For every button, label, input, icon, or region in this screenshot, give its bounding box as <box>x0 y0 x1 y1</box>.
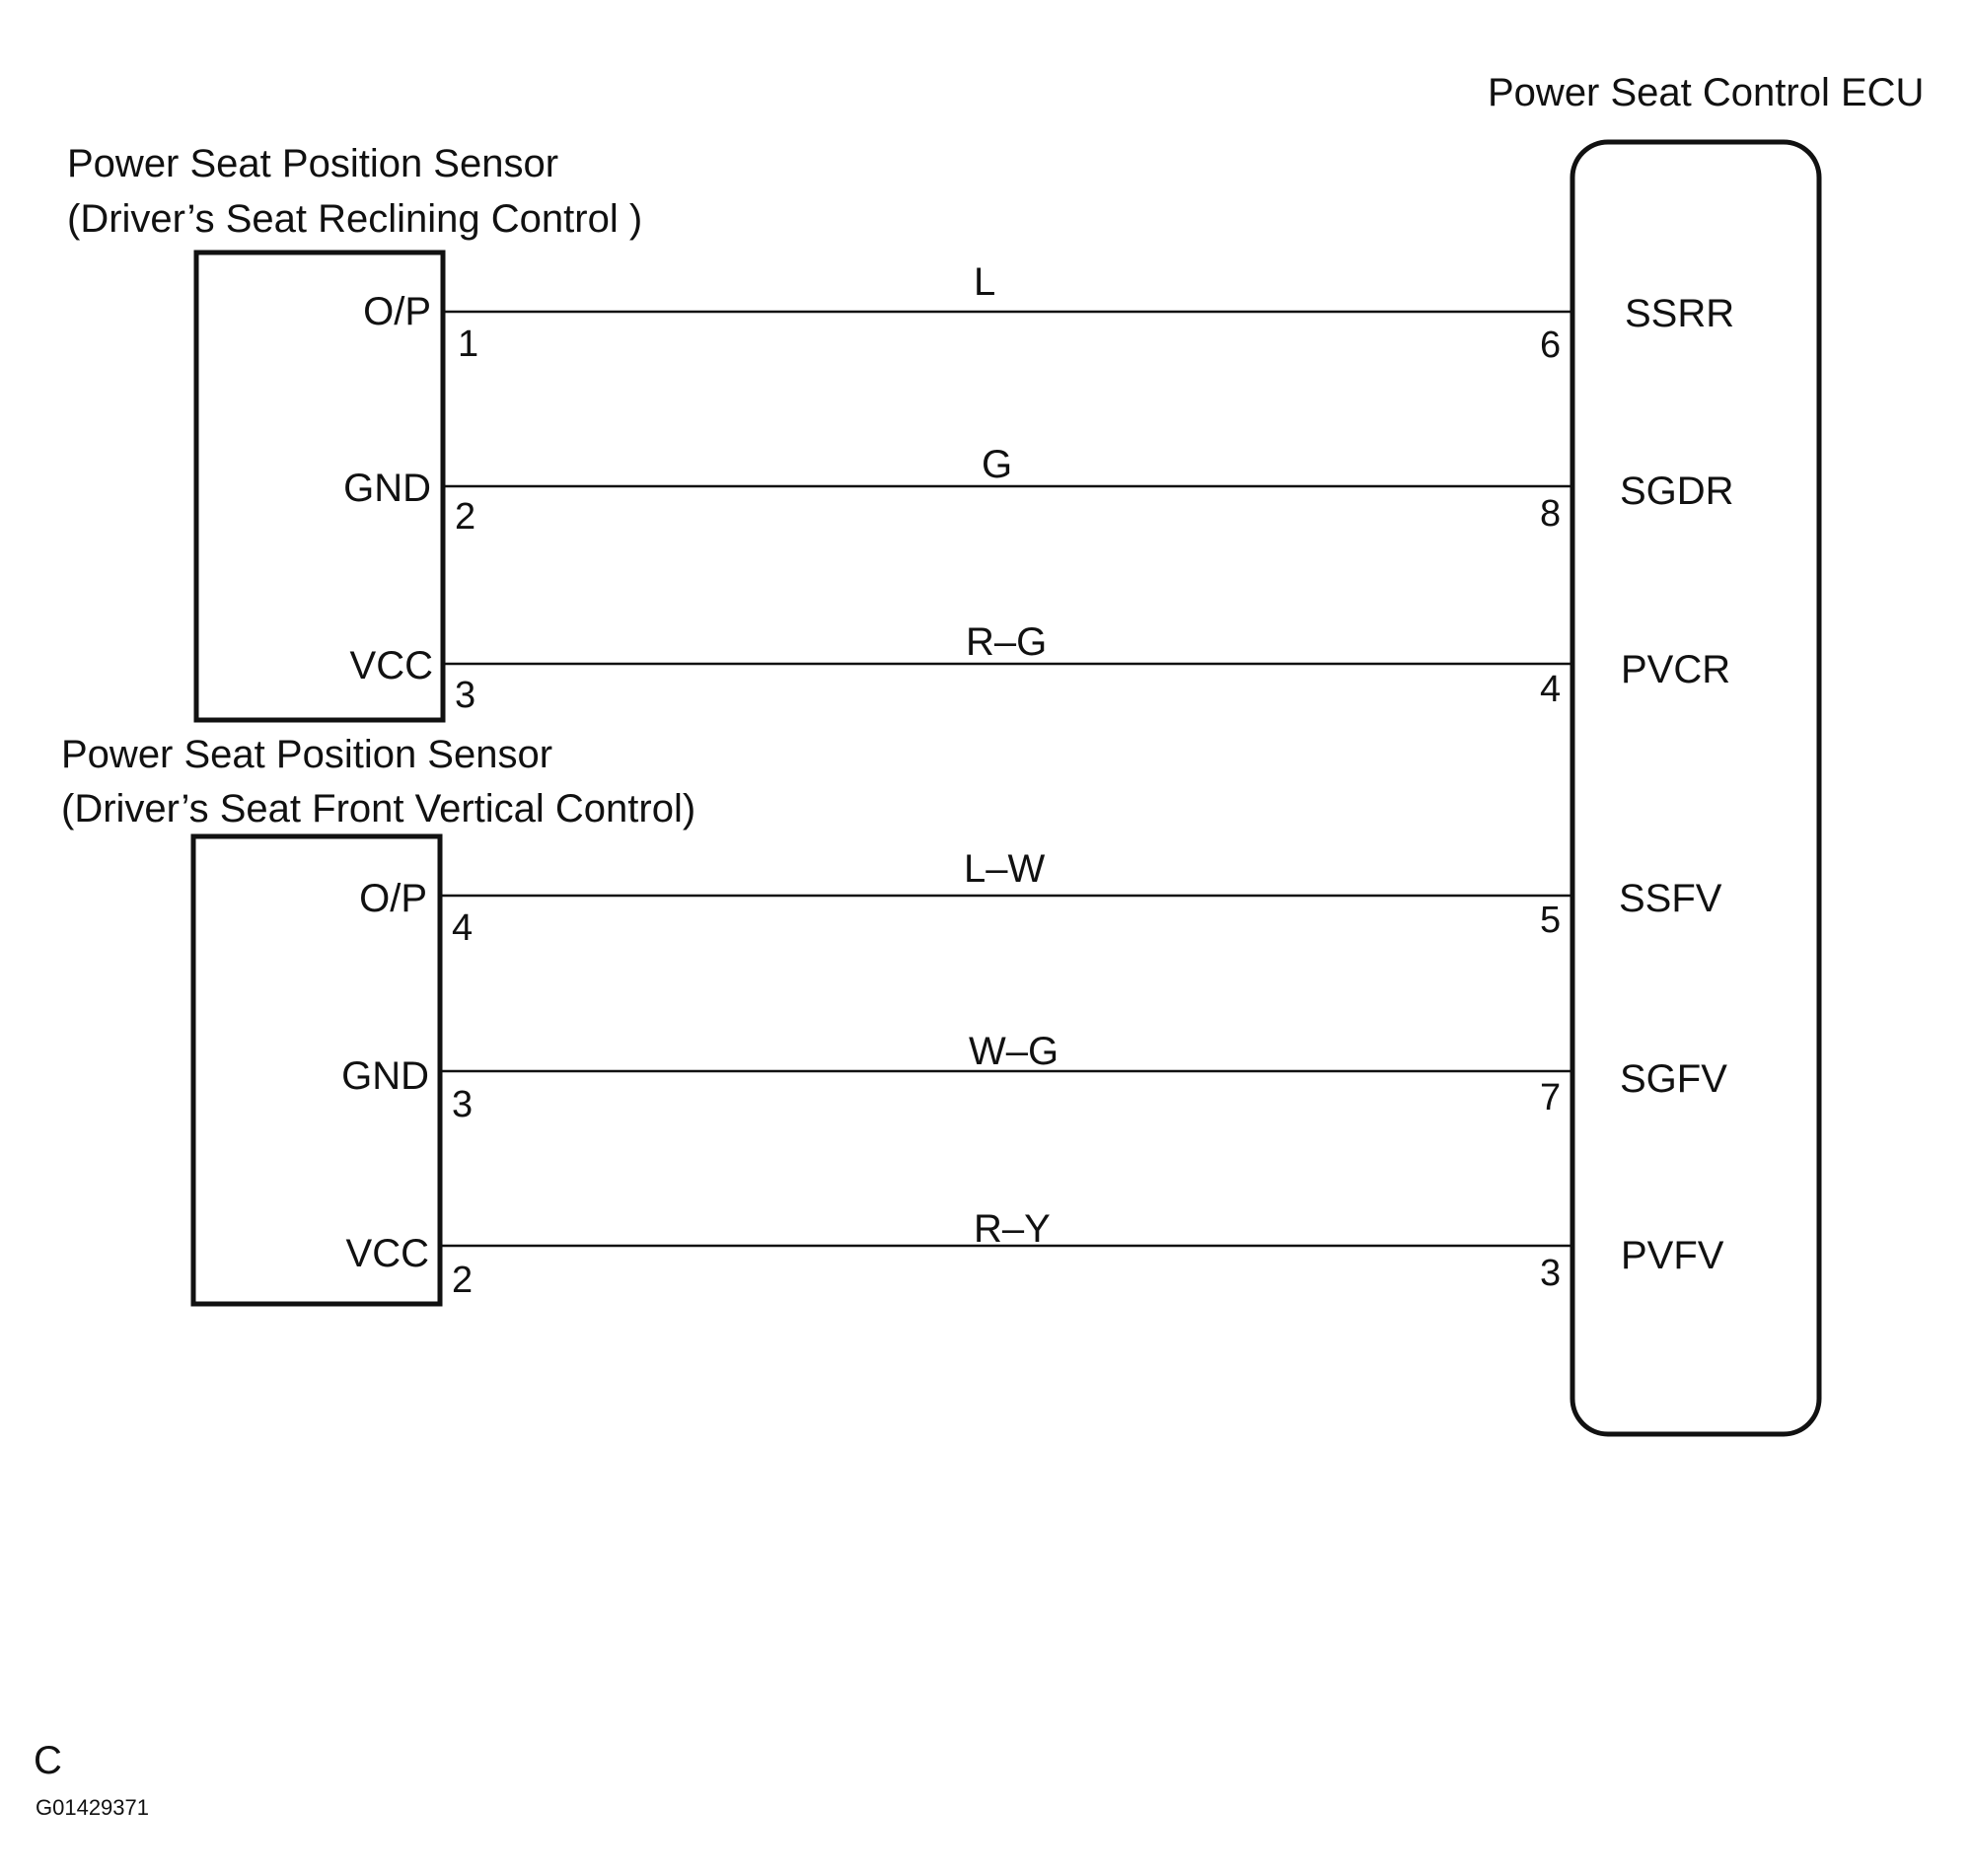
sensor1-pin-num-1: 1 <box>458 324 479 365</box>
sensor1-pin-vcc: VCC <box>349 644 433 687</box>
ecu-pin-num-4: 4 <box>1540 669 1562 710</box>
ecu-box <box>1570 139 1822 1437</box>
wire-color-r-g: R–G <box>966 620 1048 664</box>
sensor1-title-line1: Power Seat Position Sensor <box>67 142 559 185</box>
wire-color-l-w: L–W <box>964 847 1046 891</box>
sensor1-pin-num-3: 3 <box>455 675 476 716</box>
sensor2-pin-num-2: 2 <box>452 1260 474 1301</box>
figure-id: G01429371 <box>36 1795 149 1820</box>
sensor2-pin-op: O/P <box>359 877 427 920</box>
sensor2-title-line1: Power Seat Position Sensor <box>61 733 553 776</box>
ecu-pin-sgdr: SGDR <box>1620 469 1734 513</box>
ecu-pin-ssfv: SSFV <box>1619 877 1722 920</box>
ecu-pin-num-8: 8 <box>1540 493 1562 535</box>
sensor1-pin-gnd: GND <box>343 467 431 510</box>
ecu-title: Power Seat Control ECU <box>1488 71 1925 114</box>
wire-color-r-y: R–Y <box>974 1207 1051 1251</box>
sensor2-pin-gnd: GND <box>341 1054 429 1098</box>
wire-color-w-g: W–G <box>969 1030 1059 1073</box>
ecu-pin-ssrr: SSRR <box>1625 292 1735 335</box>
wire-color-g: G <box>982 443 1013 486</box>
ecu-pin-pvcr: PVCR <box>1621 648 1731 691</box>
ecu-pin-pvfv: PVFV <box>1621 1234 1724 1277</box>
footer-letter: C <box>34 1739 62 1782</box>
sensor1-title-line2: (Driver’s Seat Reclining Control ) <box>67 197 643 241</box>
ecu-pin-num-6: 6 <box>1540 325 1562 366</box>
sensor2-pin-num-3: 3 <box>452 1084 474 1125</box>
ecu-pin-num-7: 7 <box>1540 1077 1562 1118</box>
ecu-pin-sgfv: SGFV <box>1620 1057 1727 1101</box>
sensor1-pin-num-2: 2 <box>455 496 476 538</box>
sensor2-pin-vcc: VCC <box>345 1232 429 1275</box>
sensor1-pin-op: O/P <box>363 290 431 333</box>
sensor2-pin-num-4: 4 <box>452 907 474 949</box>
sensor2-title-line2: (Driver’s Seat Front Vertical Control) <box>61 787 696 830</box>
wire-color-l: L <box>974 260 996 304</box>
ecu-pin-num-3: 3 <box>1540 1253 1562 1294</box>
ecu-pin-num-5: 5 <box>1540 900 1562 941</box>
